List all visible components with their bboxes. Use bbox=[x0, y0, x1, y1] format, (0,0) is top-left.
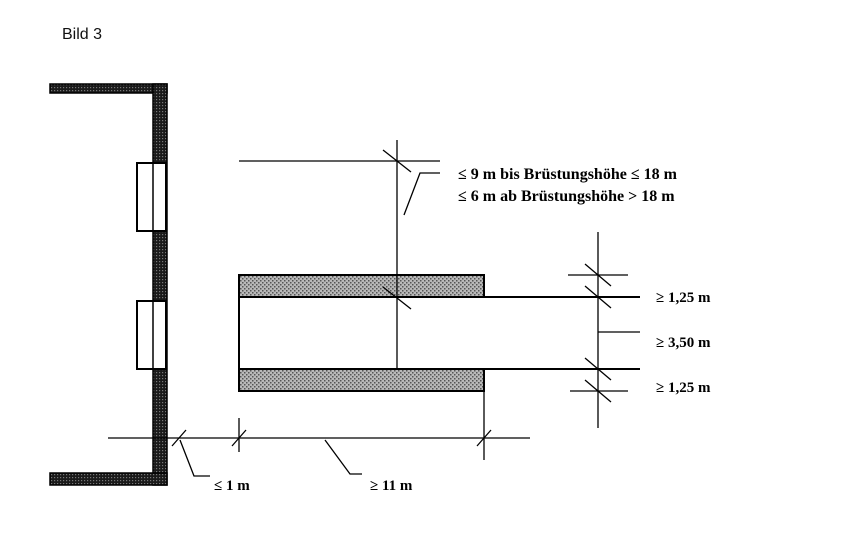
edge-strip-top bbox=[238, 274, 485, 298]
figure-title: Bild 3 bbox=[62, 26, 103, 43]
spacing-dimension bbox=[239, 140, 440, 369]
window-upper bbox=[136, 162, 167, 232]
label-edge-top: ≥ 1,25 m bbox=[656, 290, 711, 306]
label-wall-distance: ≤ 1 m bbox=[214, 478, 250, 494]
access-lane bbox=[238, 274, 640, 392]
label-edge-bottom: ≥ 1,25 m bbox=[656, 380, 711, 396]
building-wall bbox=[49, 83, 168, 486]
label-spacing-low: ≤ 9 m bis Brüstungshöhe ≤ 18 m bbox=[458, 166, 678, 183]
label-spacing-high: ≤ 6 m ab Brüstungshöhe > 18 m bbox=[458, 188, 675, 205]
distance-dimension bbox=[108, 391, 530, 477]
window-lower bbox=[136, 300, 167, 370]
label-length: ≥ 11 m bbox=[370, 478, 413, 494]
label-lane-width: ≥ 3,50 m bbox=[656, 335, 711, 351]
edge-strip-bottom bbox=[238, 368, 485, 392]
lane-width-dimension bbox=[568, 232, 640, 428]
